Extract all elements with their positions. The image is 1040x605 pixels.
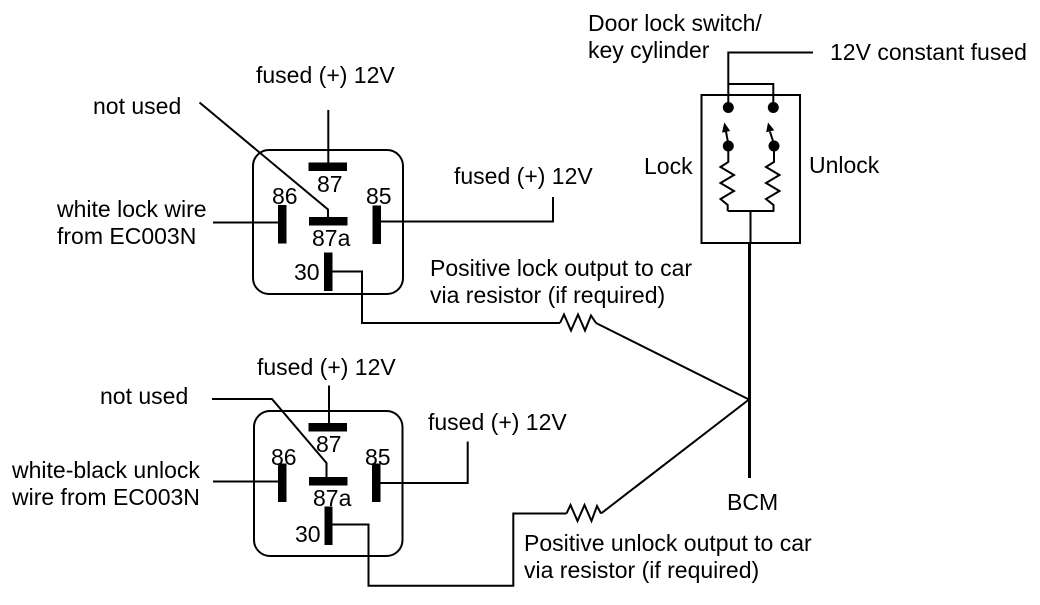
unlock-switch-arm [768,131,775,145]
door-switch-symbol [700,51,813,244]
unlock-switch-arrowhead [766,122,775,133]
door-switch-title-line2: key cylinder [588,37,710,63]
lock-side-label: Lock [644,153,693,179]
lock-resistor [559,312,597,334]
unlock-resistor [565,502,602,524]
relay-unlock-pin85-label: 85 [365,444,391,470]
bcm-label: BCM [727,489,779,515]
relay-unlock-not-used-pointer [212,398,328,477]
unlock-internal-resistor [764,151,782,211]
door-switch-supply-wire [727,51,813,103]
lock-switch-arrowhead [722,122,731,133]
door-switch-title-line1: Door lock switch/ [588,10,762,36]
relay-unlock-input-label: white-black unlock wire from EC003N [12,457,200,511]
relay-unlock-symbol [212,385,750,587]
unlock-output-line2: via resistor (if required) [524,557,760,583]
relay-lock-aux-power-label: fused (+) 12V [454,163,593,189]
unlock-output-label: Positive unlock output to car via resist… [524,530,812,584]
relay-lock-pin30-bar [324,252,333,291]
relay-lock-not-used-label: not used [93,93,182,119]
relay-unlock-pin30-label: 30 [295,521,321,547]
lock-output-line1: Positive lock output to car [430,255,693,281]
relay-lock-output-wire [332,270,560,324]
relay-unlock-pin30-bar [324,506,333,545]
relay-lock-input-line2: from EC003N [57,223,197,249]
relay-lock-pin87-bar [308,162,347,171]
relay-lock-aux-power-wire [381,197,554,223]
relay-lock-symbol [198,101,750,401]
lock-wire-to-bcm [595,322,750,401]
relay-lock-pin30-label: 30 [294,259,320,285]
relay-lock-pin86-label: 86 [272,183,298,209]
relay-lock-pin85-label: 85 [366,183,392,209]
lock-wiper-contact [722,140,734,152]
unlock-side-label: Unlock [809,152,880,178]
lock-internal-resistor [718,151,736,211]
lock-top-contact [722,102,734,113]
unlock-wiper-contact [768,140,780,152]
unlock-output-line1: Positive unlock output to car [524,530,812,556]
relay-unlock-power-label: fused (+) 12V [257,354,396,380]
unlock-top-contact [767,102,779,113]
supply-12v-label: 12V constant fused [830,39,1027,65]
relay-unlock-aux-power-wire [380,441,469,484]
relay-lock-pin87-label: 87 [317,171,343,197]
relay-unlock-aux-power-label: fused (+) 12V [428,409,567,435]
relay-unlock-pin87a-label: 87a [313,485,352,511]
relay-lock-not-used-pointer [198,101,329,217]
relay-lock-pin87a-label: 87a [312,225,351,251]
door-switch-supply-branch [728,83,775,103]
relay-unlock-input-line2: wire from EC003N [12,484,200,510]
relay-unlock-pin87-label: 87 [316,431,342,457]
relay-lock-pin86-bar [278,205,287,244]
relay-unlock-pin85-bar [372,463,381,502]
relay-unlock-output-wire [332,512,567,587]
relay-unlock-pin87-bar [308,423,347,432]
door-switch-title: Door lock switch/ key cylinder [588,10,762,64]
relay-lock-input-line1: white lock wire [57,196,207,222]
relay-unlock-pin86-bar [278,463,287,502]
relay-lock-pin87a-bar [309,217,348,226]
relay-lock-pin85-bar [372,205,381,244]
relay-unlock-input-line1: white-black unlock [12,457,200,483]
relay-unlock-pin87a-bar [309,477,348,486]
lock-output-line2: via resistor (if required) [430,282,666,308]
lock-switch-arm [724,130,730,145]
relay-unlock-pin86-label: 86 [271,444,297,470]
lock-output-label: Positive lock output to car via resistor… [430,255,692,309]
unlock-wire-to-bcm [600,398,750,515]
relay-unlock-not-used-label: not used [100,383,189,409]
relay-lock-input-label: white lock wire from EC003N [57,196,207,250]
relay-lock-power-label: fused (+) 12V [256,62,395,88]
